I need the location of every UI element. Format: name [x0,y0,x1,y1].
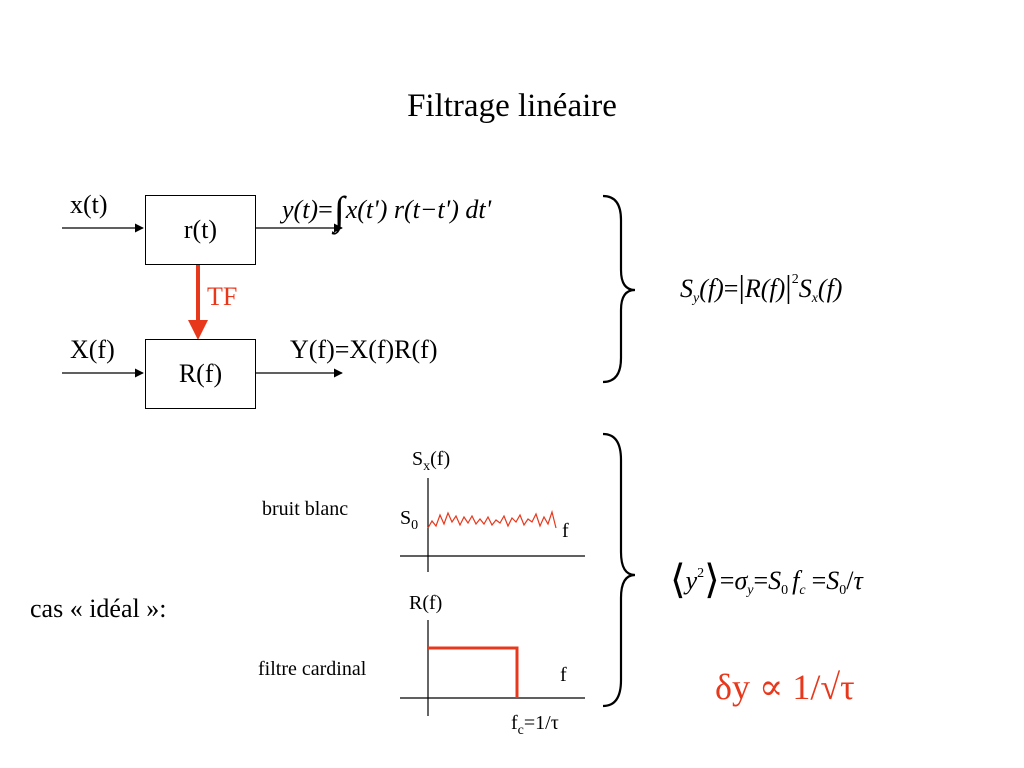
psd-f-arg2: (f) [817,274,843,303]
noise-graph-label: bruit blanc [262,498,349,520]
tf-label: TF [207,282,238,311]
psd-eq: = [723,274,739,303]
input-time-label: x(t) [70,190,108,219]
conv-rhs: x(t') r(t−t') dt' [345,195,492,224]
noise-x-axis-label: f [562,520,569,542]
psd-x-sub: x [811,291,818,306]
psd-formula: Sy(f)=|R(f)|2Sx(f) [680,268,843,306]
freq-filter-label: R(f) [178,359,223,388]
brace-bottom [602,432,636,708]
psd-s2: S [798,274,812,303]
brace-top [602,194,636,384]
psd-bar-left: | [738,268,745,304]
cutoff-frequency-label: fc=1/τ [511,712,559,738]
filter-graph-label: filtre cardinal [258,658,367,680]
result-formula: δy ∝ 1/√τ [715,667,855,707]
noise-y-axis-label: Sx(f) [412,448,451,474]
conv-lhs: y(t) [282,195,319,224]
input-freq-label: X(f) [70,335,115,364]
psd-r: R [744,274,761,303]
noise-level-label: S0 [400,507,419,533]
integral-sign: ∫ [333,188,345,233]
psd-bar-right: | [785,268,792,304]
psd-s: S [680,274,693,303]
filter-y-axis-label: R(f) [409,592,443,614]
noise-trace [427,509,557,529]
time-filter-label: r(t) [183,215,218,244]
freq-filter-box: R(f) [145,339,256,409]
case-label: cas « idéal »: [30,594,167,623]
psd-exp: 2 [791,272,799,287]
psd-r-arg: (f) [760,274,786,303]
conv-eq: = [318,195,333,224]
filter-rect-response [428,646,519,698]
convolution-formula: y(t)=∫x(t') r(t−t') dt' [282,181,492,233]
page-title: Filtrage linéaire [407,88,617,124]
output-freq-label: Y(f)=X(f)R(f) [290,335,438,364]
time-filter-box: r(t) [145,195,256,265]
psd-f-arg: (f) [699,274,724,303]
psd-y-sub: y [693,291,700,306]
filter-x-axis-label: f [560,664,567,686]
